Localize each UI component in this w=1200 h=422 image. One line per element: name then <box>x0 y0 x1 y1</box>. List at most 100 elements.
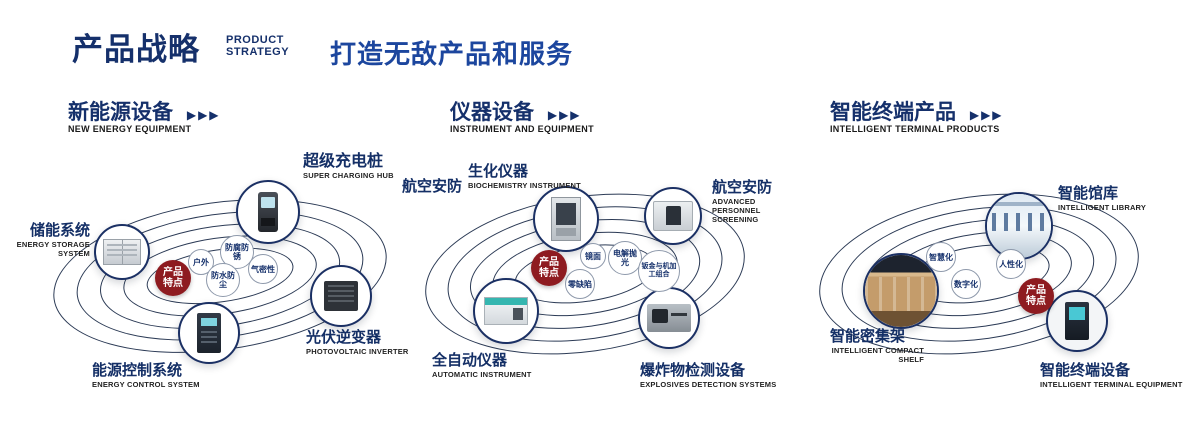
feature-label: 户外 <box>193 257 209 267</box>
section-title-text: 仪器设备 <box>450 101 534 124</box>
product-photo-biochemistry-instrument <box>533 186 599 252</box>
product-name-en: ENERGY STORAGE SYSTEM <box>16 240 90 258</box>
feature-bubble: 钣金与机加工组合 <box>638 250 680 292</box>
product-features-badge: 产品特点 <box>531 250 567 286</box>
product-name-en: BIOCHEMISTRY INSTRUMENT <box>468 181 581 190</box>
product-name-en: ENERGY CONTROL SYSTEM <box>92 380 200 389</box>
product-photo-pv-inverter <box>310 265 372 327</box>
product-name-en: INTELLIGENT LIBRARY <box>1058 203 1147 212</box>
feature-label: 防腐防锈 <box>225 243 249 261</box>
product-photo-intelligent-library <box>985 192 1053 260</box>
section-title-intelligent-terminal: 智能终端产品 ▶▶▶ <box>830 96 1004 126</box>
storage-cabinet-image <box>103 239 141 265</box>
explosives-scanner-image <box>647 304 691 332</box>
badge-label: 产品特点 <box>1026 285 1046 307</box>
feature-bubble: 户外 <box>188 249 214 275</box>
feature-label: 人性化 <box>999 259 1023 269</box>
product-name-en: PHOTOVOLTAIC INVERTER <box>306 347 409 356</box>
product-name-cn: 光伏逆变器 <box>306 329 382 346</box>
badge-label: 产品特点 <box>539 257 559 279</box>
product-name-cn: 储能系统 <box>29 222 90 239</box>
automatic-instrument-image <box>484 297 528 325</box>
product-features-badge: 产品特点 <box>1018 278 1054 314</box>
page-title: 产品战略 <box>72 32 200 67</box>
product-name-cn: 航空安防 <box>712 179 773 196</box>
page-title-en-line2: STRATEGY <box>226 46 290 58</box>
feature-bubble: 数字化 <box>951 269 981 299</box>
control-cabinet-image <box>197 313 221 353</box>
compact-shelf-image <box>865 255 937 327</box>
product-name-cn: 生化仪器 <box>468 163 529 180</box>
product-features-badge: 产品特点 <box>155 260 191 296</box>
inverter-cabinet-image <box>324 281 358 311</box>
section-subtitle-new-energy: NEW ENERGY EQUIPMENT <box>68 124 192 134</box>
page-title-en: PRODUCT STRATEGY <box>226 34 289 58</box>
feature-bubble: 人性化 <box>996 249 1026 279</box>
charging-pile-image <box>258 192 278 232</box>
feature-label: 镜面 <box>585 251 601 261</box>
product-photo-energy-storage <box>94 224 150 280</box>
product-label-compact-shelf: 智能密集架 INTELLIGENT COMPACT SHELF <box>830 327 924 364</box>
feature-label: 数字化 <box>954 279 978 289</box>
feature-bubble: 智慧化 <box>926 242 956 272</box>
product-photo-personnel-screening <box>644 187 702 245</box>
product-label-intelligent-library: 智能馆库 INTELLIGENT LIBRARY <box>1058 184 1146 212</box>
product-label-explosives-detection: 爆炸物检测设备 EXPLOSIVES DETECTION SYSTEMS <box>640 361 776 389</box>
feature-label: 防水防尘 <box>211 271 235 289</box>
section-title-text: 智能终端产品 <box>830 101 956 124</box>
product-label-automatic-instrument: 全自动仪器 AUTOMATIC INSTRUMENT <box>432 351 532 379</box>
product-label-super-charging-hub: 超级充电桩 SUPER CHARGING HUB <box>303 152 394 180</box>
feature-bubble: 防水防尘 <box>206 263 240 297</box>
feature-label: 气密性 <box>251 264 275 274</box>
product-photo-super-charging-hub <box>236 180 300 244</box>
library-room-image <box>987 194 1051 258</box>
product-name-en: EXPLOSIVES DETECTION SYSTEMS <box>640 380 777 389</box>
feature-bubble: 镜面 <box>580 243 606 269</box>
product-photo-explosives-detection <box>638 287 700 349</box>
product-name-cn: 全自动仪器 <box>432 352 508 369</box>
screening-machine-image <box>653 201 693 231</box>
product-name-en: ADVANCED PERSONNEL SCREENING <box>712 197 761 224</box>
product-photo-automatic-instrument <box>473 278 539 344</box>
product-name-cn: 爆炸物检测设备 <box>640 362 746 379</box>
product-label-energy-storage: 储能系统 ENERGY STORAGE SYSTEM <box>6 221 90 258</box>
product-name-cn: 智能馆库 <box>1058 185 1119 202</box>
section-subtitle-intelligent-terminal: INTELLIGENT TERMINAL PRODUCTS <box>830 124 1000 134</box>
feature-bubble: 气密性 <box>248 254 278 284</box>
page-title-en-line1: PRODUCT <box>226 34 284 46</box>
product-label-biochemistry-instrument: 生化仪器 BIOCHEMISTRY INSTRUMENT <box>468 162 581 190</box>
feature-label: 零缺陷 <box>568 279 592 289</box>
triple-arrow-icon: ▶▶▶ <box>969 108 1004 122</box>
feature-label: 钣金与机加工组合 <box>641 263 677 278</box>
product-name-cn: 智能密集架 <box>830 328 906 345</box>
section-title-text: 新能源设备 <box>68 101 173 124</box>
product-label-terminal-equipment: 智能终端设备 INTELLIGENT TERMINAL EQUIPMENT <box>1040 361 1183 389</box>
product-photo-terminal-equipment <box>1046 290 1108 352</box>
biochemistry-instrument-image <box>551 197 581 241</box>
side-label-aviation-security: 航空安防 <box>402 178 463 195</box>
triple-arrow-icon: ▶▶▶ <box>186 108 221 122</box>
slogan: 打造无敌产品和服务 <box>330 39 574 69</box>
product-photo-energy-control <box>178 302 240 364</box>
product-label-pv-inverter: 光伏逆变器 PHOTOVOLTAIC INVERTER <box>306 328 409 356</box>
product-label-personnel-screening: 航空安防 ADVANCED PERSONNEL SCREENING <box>712 178 804 224</box>
feature-label: 电解抛光 <box>613 249 637 267</box>
product-name-cn: 超级充电桩 <box>303 153 384 170</box>
product-name-en: AUTOMATIC INSTRUMENT <box>432 370 532 379</box>
product-name-en: INTELLIGENT COMPACT SHELF <box>831 346 924 364</box>
product-name-cn: 能源控制系统 <box>92 362 183 379</box>
feature-bubble: 电解抛光 <box>608 241 642 275</box>
kiosk-image <box>1065 302 1089 340</box>
badge-label: 产品特点 <box>163 267 183 289</box>
product-photo-compact-shelf <box>863 253 939 329</box>
product-name-en: SUPER CHARGING HUB <box>303 171 394 180</box>
product-name-en: INTELLIGENT TERMINAL EQUIPMENT <box>1040 380 1183 389</box>
feature-bubble: 零缺陷 <box>565 269 595 299</box>
triple-arrow-icon: ▶▶▶ <box>547 108 582 122</box>
section-title-new-energy: 新能源设备 ▶▶▶ <box>68 96 221 126</box>
section-title-instruments: 仪器设备 ▶▶▶ <box>450 96 582 126</box>
product-name-cn: 智能终端设备 <box>1040 362 1131 379</box>
product-label-energy-control: 能源控制系统 ENERGY CONTROL SYSTEM <box>92 361 200 389</box>
section-subtitle-instruments: INSTRUMENT AND EQUIPMENT <box>450 124 594 134</box>
